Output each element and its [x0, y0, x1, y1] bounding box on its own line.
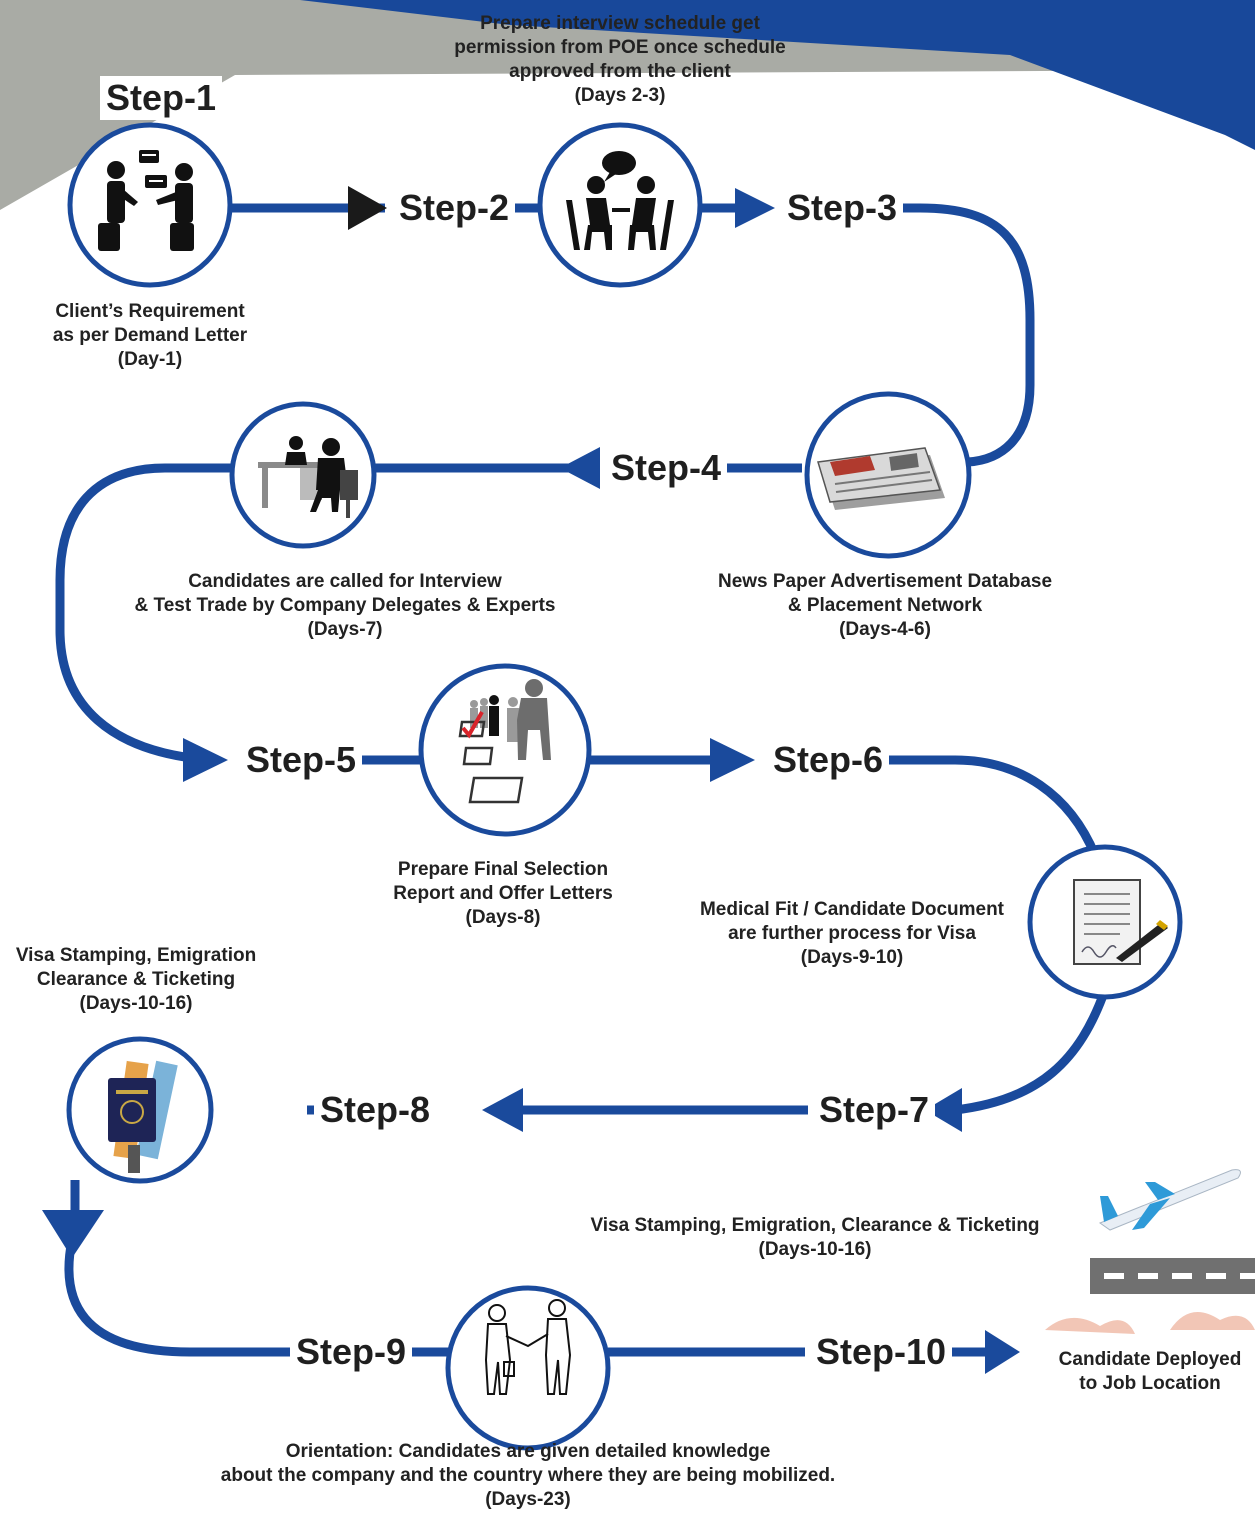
- caption-line: (Days-10-16): [758, 1239, 872, 1260]
- interview-icon: [566, 151, 674, 250]
- step-1-label: Step-1: [100, 76, 223, 120]
- document-sign-icon: [1073, 879, 1168, 965]
- step-6-caption: Medical Fit / Candidate Document are fur…: [652, 898, 1052, 970]
- client-meeting-icon: [98, 150, 194, 251]
- step-5-caption: Prepare Final Selection Report and Offer…: [353, 858, 653, 930]
- step-5-label: Step-5: [240, 738, 363, 782]
- caption-line: (Days-8): [465, 907, 541, 928]
- caption-line: (Days-4-6): [839, 619, 931, 640]
- selection-checklist-icon: [458, 679, 551, 804]
- step-10-label: Step-10: [810, 1330, 953, 1374]
- caption-line: Client’s Requirement: [55, 301, 245, 322]
- office-interview-icon: [258, 436, 358, 518]
- caption-line: approved from the client: [509, 61, 731, 82]
- caption-line: (Days-9-10): [800, 947, 904, 968]
- caption-line: are further process for Visa: [728, 923, 976, 944]
- caption-line: (Days 2-3): [574, 85, 666, 106]
- step-10-caption: Candidate Deployed to Job Location: [1045, 1348, 1255, 1396]
- step-9-caption: Orientation: Candidates are given detail…: [178, 1440, 878, 1512]
- step-8-caption: Visa Stamping, Emigration Clearance & Ti…: [0, 944, 272, 1016]
- step-3-label: Step-3: [781, 186, 904, 230]
- caption-line: permission from POE once schedule: [454, 37, 786, 58]
- caption-line: Orientation: Candidates are given detail…: [285, 1441, 771, 1462]
- step-4-caption: Candidates are called for Interview & Te…: [120, 570, 570, 642]
- step-7-label: Step-7: [813, 1088, 936, 1132]
- caption-line: Visa Stamping, Emigration, Clearance & T…: [590, 1215, 1040, 1236]
- step-9-label: Step-9: [290, 1330, 413, 1374]
- top-banner: [0, 0, 1255, 210]
- caption-line: (Days-10-16): [79, 993, 193, 1014]
- caption-line: & Test Trade by Company Delegates & Expe…: [134, 595, 556, 616]
- caption-line: (Days-23): [485, 1489, 571, 1510]
- caption-line: (Days-7): [307, 619, 383, 640]
- step-1-caption: Client’s Requirement as per Demand Lette…: [0, 300, 300, 372]
- airplane-runway-icon: [1045, 1169, 1255, 1334]
- caption-line: Prepare Final Selection: [397, 859, 609, 880]
- step-7-caption: Visa Stamping, Emigration, Clearance & T…: [565, 1214, 1065, 1262]
- caption-line: Candidates are called for Interview: [188, 571, 502, 592]
- flow-arrowheads: [42, 186, 1020, 1374]
- caption-line: & Placement Network: [787, 595, 983, 616]
- caption-line: Medical Fit / Candidate Document: [699, 899, 1005, 920]
- caption-line: about the company and the country where …: [220, 1465, 836, 1486]
- step-3-caption: News Paper Advertisement Database & Plac…: [660, 570, 1110, 642]
- caption-line: as per Demand Letter: [52, 325, 248, 346]
- caption-line: Candidate Deployed: [1058, 1349, 1242, 1370]
- step-2-caption: Prepare interview schedule get permissio…: [420, 12, 820, 108]
- step-2-label: Step-2: [393, 186, 516, 230]
- caption-line: to Job Location: [1079, 1373, 1221, 1394]
- caption-line: Prepare interview schedule get: [480, 13, 760, 34]
- caption-line: Visa Stamping, Emigration: [15, 945, 257, 966]
- caption-line: Clearance & Ticketing: [36, 969, 236, 990]
- handshake-icon: [484, 1299, 572, 1395]
- newspaper-icon: [817, 447, 945, 510]
- caption-line: (Day-1): [117, 349, 183, 370]
- passport-ticket-icon: [108, 1060, 178, 1173]
- step-6-label: Step-6: [767, 738, 890, 782]
- caption-line: News Paper Advertisement Database: [717, 571, 1053, 592]
- step-8-label: Step-8: [314, 1088, 437, 1132]
- caption-line: Report and Offer Letters: [393, 883, 613, 904]
- step-4-label: Step-4: [605, 446, 728, 490]
